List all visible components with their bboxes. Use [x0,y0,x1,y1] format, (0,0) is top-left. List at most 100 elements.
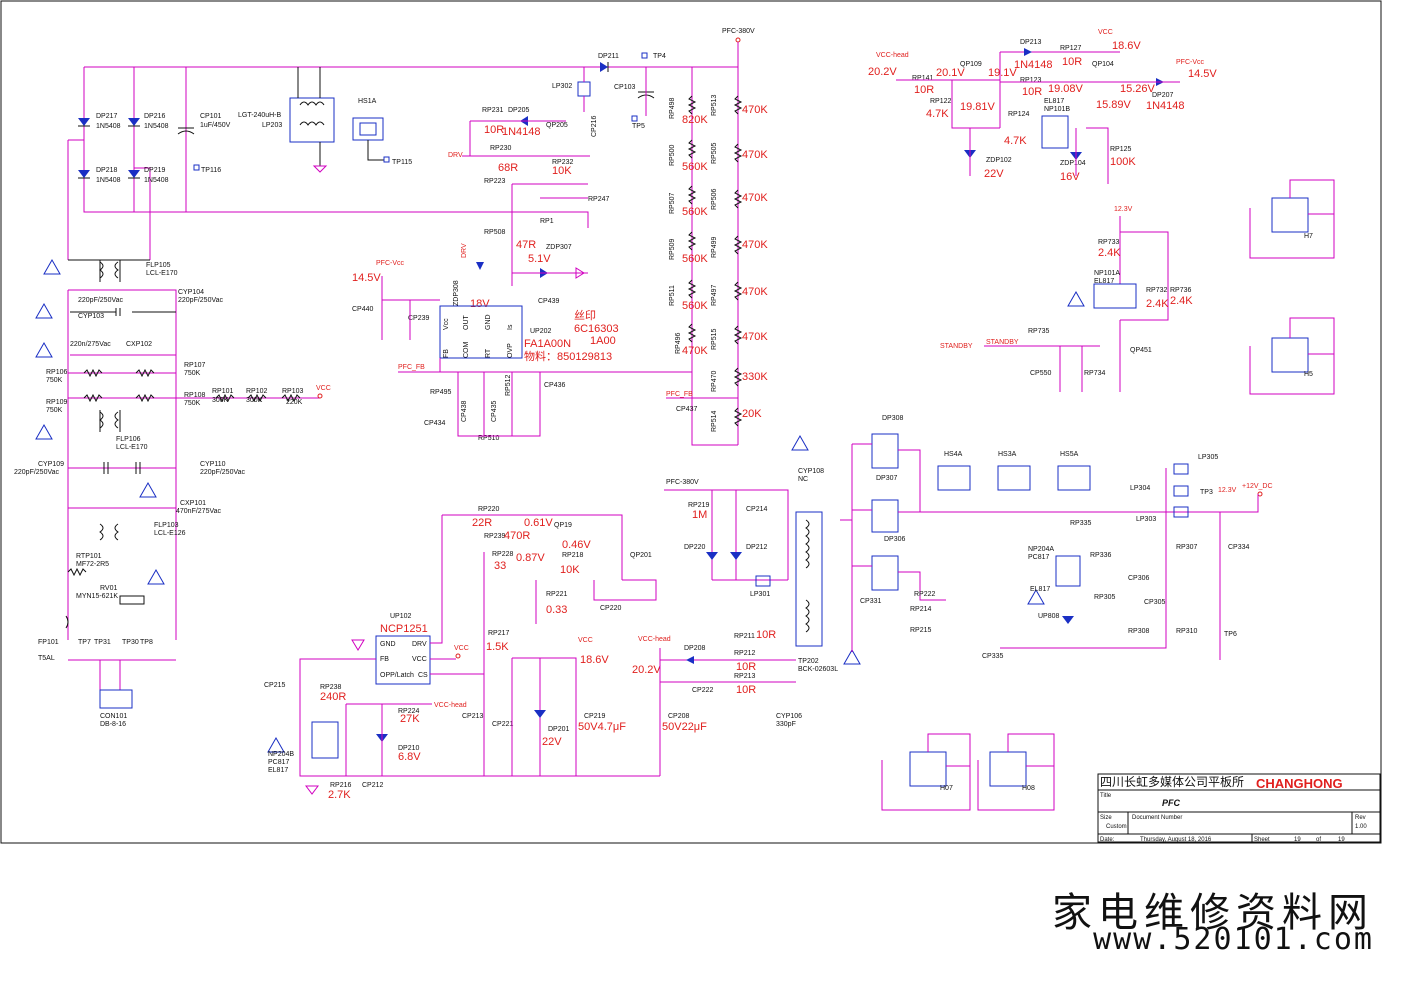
rp515-value: 470K [742,331,768,343]
rp122-label: RP122 [930,98,952,105]
cyp103-label: CYP103 [78,313,104,320]
con101-value: DB-8-16 [100,721,126,728]
up102-value: NCP1251 [380,623,428,635]
qp104-emitter: 15.26V [1120,83,1156,95]
rp512-label: RP512 [505,374,512,396]
net-pfcfb-1: PFC_FB [398,364,425,371]
cyp106-value: 330pF [776,721,796,728]
rp507-label: RP507 [669,192,676,214]
rp103-label: RP103 [282,388,304,395]
net-vcchead-2: VCC-head [638,636,671,643]
rp1-label: RP1 [540,218,554,225]
net-pfc380v-2: PFC-380V [666,479,699,486]
material-number: 物料：850129813 [524,349,612,363]
cp439-label: CP439 [538,298,560,305]
cxp101-label: CXP101 [180,500,206,507]
tp7-label: TP7 [78,639,91,646]
up202-pin-vcc: Vcc [443,318,450,330]
lp305-label: LP305 [1198,454,1218,461]
dp201-value: 22V [542,736,562,748]
qp109-emitter: 19.81V [960,101,996,113]
rp232-value: 10K [552,165,572,177]
cp440-value: 14.5V [352,272,381,284]
hs5a-label: HS5A [1060,451,1079,458]
net-standby-1: STANDBY [940,343,973,350]
fp101-label: FP101 [38,639,59,646]
hs4a-label: HS4A [944,451,963,458]
np204a-value: PC817 [1028,554,1050,561]
rp122-value: 4.7K [926,108,949,120]
resistor-symbol [733,95,743,115]
rp732-label: RP732 [1146,287,1168,294]
np204a-label: NP204A [1028,546,1054,553]
up102-pin-vcc: VCC [412,656,427,663]
zdp308-value: 18V [470,298,490,310]
resistor-symbol [733,143,743,163]
rp336-label: RP336 [1090,552,1112,559]
input-filter-section: DP217 1N5408 DP216 1N5408 DP218 1N5408 D… [14,66,738,728]
cp208-value: 50V22μF [662,721,707,733]
rp733-value: 2.4K [1098,247,1121,259]
zdp104-label: ZDP104 [1060,160,1086,167]
hs1a-label: HS1A [358,98,377,105]
dp210-value: 6.8V [398,751,421,763]
dp211-label: DP211 [598,53,619,60]
brand-logo: CHANGHONG [1256,776,1343,791]
dp213-value: 1N4148 [1014,59,1053,71]
up102-ic [375,635,431,685]
tp5-label: TP5 [632,123,645,130]
dp219-value: 1N5408 [144,177,169,184]
qp205-label: QP205 [546,122,568,129]
dp207-label: DP207 [1152,92,1174,99]
pfcvcc-voltage: 14.5V [1188,68,1217,80]
cp434-label: CP434 [424,420,446,427]
rp108-label: RP108 [184,392,206,399]
rv01-value: MYN15-621K [76,593,118,600]
lp304-label: LP304 [1130,485,1150,492]
rp505-label: RP505 [711,142,718,164]
resistor-symbol [687,231,697,251]
zdp307-value: 5.1V [528,253,551,265]
pfc-section: DP211 TP4 PFC-380V LP302 CP103 TP5 RP231… [352,28,755,446]
dp212-label: DP212 [746,544,768,551]
cxp102-value: 220n/275Vac [70,341,111,348]
rp508-label: RP508 [484,229,506,236]
rp220-value: 22R [472,517,492,529]
h7-label: H7 [1304,233,1313,240]
rp101-label: RP101 [212,388,234,395]
dp217-label: DP217 [96,113,118,120]
np204b-label: NP204B [268,751,294,758]
cyp110-label: CYP110 [200,461,226,468]
rp108-value: 750K [184,400,201,407]
rp216-value: 2.7K [328,789,351,801]
dp219-label: DP219 [144,167,166,174]
net-vcc-4: VCC [1098,29,1113,36]
rp511-value: 560K [682,300,708,312]
rp513-value: 470K [742,104,768,116]
divider-ladder: RP498 820K RP500 560K RP507 560K RP509 5… [666,94,768,432]
warning-icons [35,258,1085,753]
up202-pin-rt: RT [485,348,492,358]
up102-pin-cs: CS [418,672,428,679]
rp470-label: RP470 [711,370,718,392]
cp208-label: CP208 [668,713,690,720]
rp127-value: 10R [1062,56,1082,68]
date-value: Thursday, August 18, 2016 [1140,837,1212,843]
rp498-value: 820K [682,114,708,126]
silk-code: 6C16303 [574,323,619,335]
rp732-value: 2.4K [1146,298,1169,310]
dp220-label: DP220 [684,544,706,551]
sheet-title: PFC [1162,798,1181,808]
lp302-label: LP302 [552,83,572,90]
resistor-symbol [733,281,743,301]
dp218-value: 1N5408 [96,177,121,184]
rp231-value: 10R [484,124,504,136]
up102-label: UP102 [390,613,412,620]
rp238-value: 240R [320,691,346,703]
lp203-label: LP203 [262,122,282,129]
dp201-label: DP201 [548,726,570,733]
qp201-label: QP201 [630,552,652,559]
resistor-symbol [687,323,697,343]
cp215-label: CP215 [264,682,286,689]
